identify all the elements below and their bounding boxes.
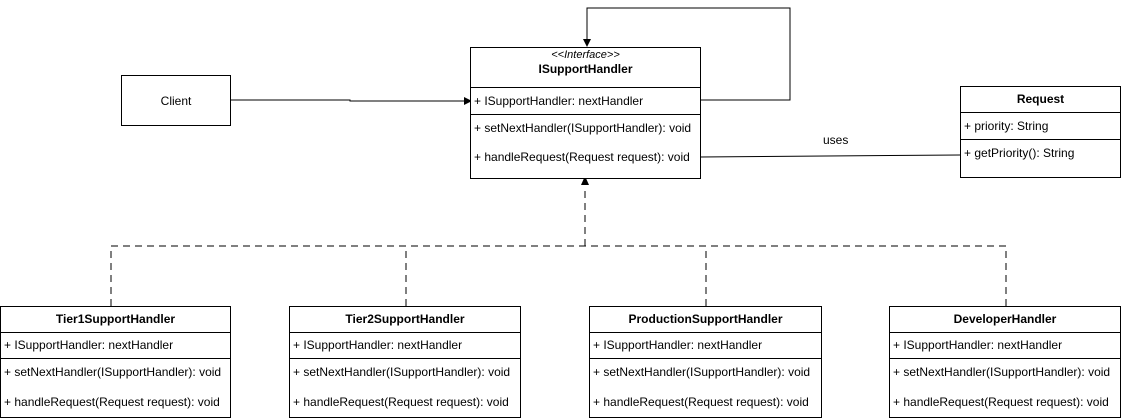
handler-methods: + setNextHandler(ISupportHandler): void … [890, 359, 1120, 409]
handler-method: + handleRequest(Request request): void [4, 395, 220, 409]
handler-name: Tier2SupportHandler [345, 312, 465, 326]
class-tier2supporthandler: Tier2SupportHandler + ISupportHandler: n… [289, 306, 521, 418]
handler-attributes: + ISupportHandler: nextHandler [290, 333, 520, 359]
handler-name: Tier1SupportHandler [55, 312, 176, 326]
interface-attribute: + ISupportHandler: nextHandler [474, 94, 644, 108]
interface-methods: + setNextHandler(ISupportHandler): void … [471, 115, 700, 164]
class-tier1supporthandler: Tier1SupportHandler + ISupportHandler: n… [0, 306, 231, 418]
client-association-line [230, 99, 465, 102]
client-association-arrowhead [464, 97, 472, 105]
handler-method: + handleRequest(Request request): void [893, 395, 1109, 409]
handler-attribute: + ISupportHandler: nextHandler [893, 338, 1063, 352]
handler-method: + setNextHandler(ISupportHandler): void [293, 365, 511, 379]
interface-isupporthandler: <<Interface>> ISupportHandler + ISupport… [470, 47, 701, 179]
handler-methods: + setNextHandler(ISupportHandler): void … [590, 359, 821, 409]
handler-name: ProductionSupportHandler [628, 312, 783, 326]
realization-lines [110, 186, 1007, 306]
client-box: Client [121, 75, 231, 126]
interface-method: + handleRequest(Request request): void [474, 150, 690, 164]
handler-name: DeveloperHandler [953, 312, 1057, 326]
handler-attributes: + ISupportHandler: nextHandler [890, 333, 1120, 359]
realization-arrowhead [581, 176, 589, 185]
handler-attribute: + ISupportHandler: nextHandler [593, 338, 763, 352]
request-attributes: + priority: String [961, 113, 1120, 140]
handler-method: + setNextHandler(ISupportHandler): void [593, 365, 811, 379]
handler-attributes: + ISupportHandler: nextHandler [1, 333, 230, 359]
handler-methods: + setNextHandler(ISupportHandler): void … [290, 359, 520, 409]
interface-name: ISupportHandler [538, 62, 633, 76]
handler-header: Tier2SupportHandler [290, 307, 520, 333]
uses-association-line [699, 154, 961, 158]
request-method: + getPriority(): String [964, 146, 1075, 160]
request-attribute: + priority: String [964, 119, 1049, 133]
handler-header: Tier1SupportHandler [1, 307, 230, 333]
class-request: Request + priority: String + getPriority… [960, 86, 1121, 178]
handler-method: + handleRequest(Request request): void [593, 395, 809, 409]
interface-stereotype: <<Interface>> [551, 49, 620, 61]
handler-attribute: + ISupportHandler: nextHandler [293, 338, 463, 352]
client-label: Client [160, 93, 192, 108]
request-name: Request [1016, 92, 1065, 106]
self-reference-line [586, 7, 791, 101]
handler-method: + setNextHandler(ISupportHandler): void [893, 365, 1111, 379]
handler-header: DeveloperHandler [890, 307, 1120, 333]
handler-header: ProductionSupportHandler [590, 307, 821, 333]
uses-label: uses [823, 133, 849, 147]
handler-method: + setNextHandler(ISupportHandler): void [4, 365, 222, 379]
request-methods: + getPriority(): String [961, 140, 1120, 160]
handler-attributes: + ISupportHandler: nextHandler [590, 333, 821, 359]
handler-methods: + setNextHandler(ISupportHandler): void … [1, 359, 230, 409]
handler-attribute: + ISupportHandler: nextHandler [4, 338, 174, 352]
interface-method: + setNextHandler(ISupportHandler): void [474, 121, 692, 135]
class-developerhandler: DeveloperHandler + ISupportHandler: next… [889, 306, 1121, 418]
class-productionsupporthandler: ProductionSupportHandler + ISupportHandl… [589, 306, 822, 418]
interface-attributes: + ISupportHandler: nextHandler [471, 88, 700, 115]
interface-header: <<Interface>> ISupportHandler [471, 48, 700, 88]
request-header: Request [961, 87, 1120, 113]
self-reference-arrowhead [583, 39, 591, 47]
handler-method: + handleRequest(Request request): void [293, 395, 509, 409]
